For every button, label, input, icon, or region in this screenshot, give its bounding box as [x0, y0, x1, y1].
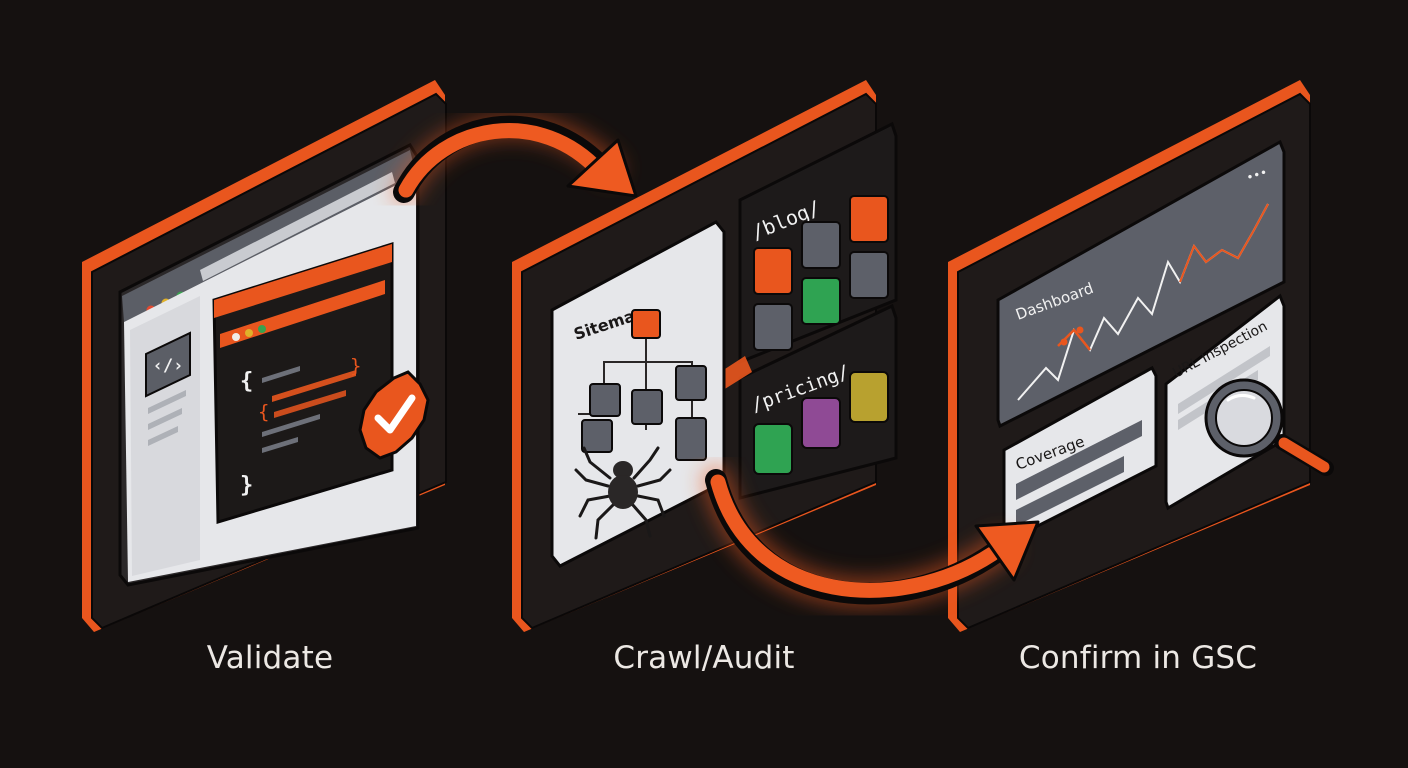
blog-tile	[849, 251, 889, 299]
code-icon-tile: ‹/›	[145, 331, 191, 398]
coverage-bar	[1016, 420, 1142, 500]
arrow-crawl-to-gsc	[701, 465, 1040, 608]
spider-icon	[574, 446, 672, 540]
coverage-card: Coverage	[1002, 365, 1158, 545]
step-label-validate: Validate	[206, 640, 334, 676]
blog-card: /blog/	[738, 121, 898, 365]
arrow-validate-to-crawl	[391, 113, 638, 205]
sitemap-node	[589, 383, 621, 417]
blog-tile	[753, 247, 793, 295]
check-icon	[374, 394, 416, 434]
magnifier-icon	[1204, 378, 1334, 476]
address-bar	[200, 172, 395, 281]
sitemap-node	[581, 419, 613, 453]
pricing-card: /pricing/	[738, 303, 898, 500]
code-brace-open: {	[240, 369, 253, 394]
sitemap-card: Sitemap	[550, 220, 752, 568]
step-label-confirm-gsc: Confirm in GSC	[1018, 640, 1258, 676]
dashboard-card: ••• Dashboard	[996, 139, 1286, 429]
code-inner-brace-close: }	[350, 355, 361, 377]
more-options-icon: •••	[1245, 165, 1270, 185]
coverage-bar	[1016, 456, 1124, 526]
code-brace-close: }	[240, 473, 253, 498]
code-icon-glyph: ‹/›	[153, 356, 184, 376]
blog-tile	[849, 195, 889, 243]
blog-tile	[753, 303, 793, 351]
pricing-tile	[753, 423, 793, 475]
validate-panel: ‹/› { { } }	[82, 80, 447, 632]
validation-badge	[358, 370, 430, 460]
sitemap-root-node	[631, 309, 661, 339]
blog-tile	[801, 277, 841, 325]
sitemap-node	[631, 389, 663, 425]
crawl-panel: /blog/ /pricing/ Sitemap	[512, 80, 898, 632]
code-inner-brace-open: {	[258, 401, 269, 423]
sitemap-node	[675, 365, 707, 401]
sitemap-node	[675, 417, 707, 461]
pricing-tile	[801, 397, 841, 449]
gsc-panel: ••• Dashboard Coverage URL Inspection	[948, 80, 1334, 632]
dashboard-highlight-line	[1179, 203, 1269, 283]
blog-tile	[801, 221, 841, 269]
pricing-tile	[849, 371, 889, 423]
step-label-crawl-audit: Crawl/Audit	[613, 640, 795, 676]
code-editor: { { } }	[212, 241, 394, 525]
